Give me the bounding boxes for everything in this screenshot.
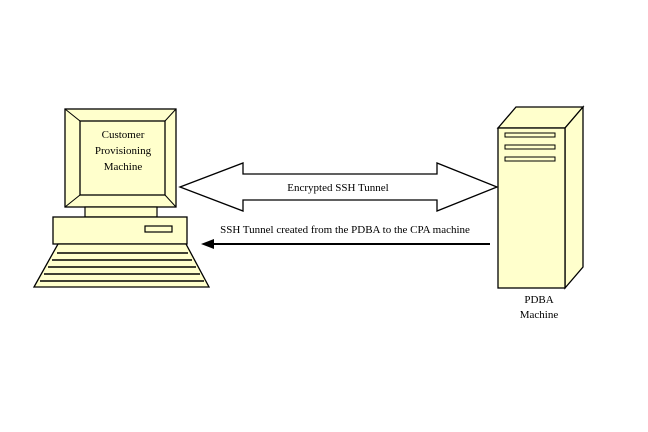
tunnel-label: Encrypted SSH Tunnel <box>287 182 388 194</box>
cpa-keyboard <box>32 243 211 288</box>
encrypted-tunnel: Encrypted SSH Tunnel <box>178 162 499 212</box>
creation-arrow: SSH Tunnel created from the PDBA to the … <box>201 224 490 249</box>
server-side <box>564 105 584 290</box>
cpa-computer: Customer Provisioning Machine <box>32 108 211 288</box>
cpa-label-line-1: Customer <box>102 129 145 141</box>
disk-drive-slot <box>144 225 173 233</box>
server-front <box>497 127 566 289</box>
drive-bay-2 <box>504 144 556 150</box>
cpa-monitor-stand <box>84 206 158 218</box>
double-arrow-icon <box>178 162 499 212</box>
pdba-label-line-2: Machine <box>520 309 559 321</box>
drive-bay-3 <box>504 156 556 162</box>
creation-arrow-label: SSH Tunnel created from the PDBA to the … <box>220 224 470 236</box>
cpa-screen-label: Customer Provisioning Machine <box>95 129 152 173</box>
pdba-server: PDBA Machine <box>496 105 585 321</box>
drive-bay-1 <box>504 132 556 138</box>
arrow-head-icon <box>201 239 214 249</box>
pdba-label-line-1: PDBA <box>524 294 553 306</box>
cpa-label-line-2: Provisioning <box>95 145 152 157</box>
cpa-base-unit <box>52 216 188 245</box>
cpa-label-line-3: Machine <box>104 161 143 173</box>
cpa-monitor <box>64 108 177 208</box>
